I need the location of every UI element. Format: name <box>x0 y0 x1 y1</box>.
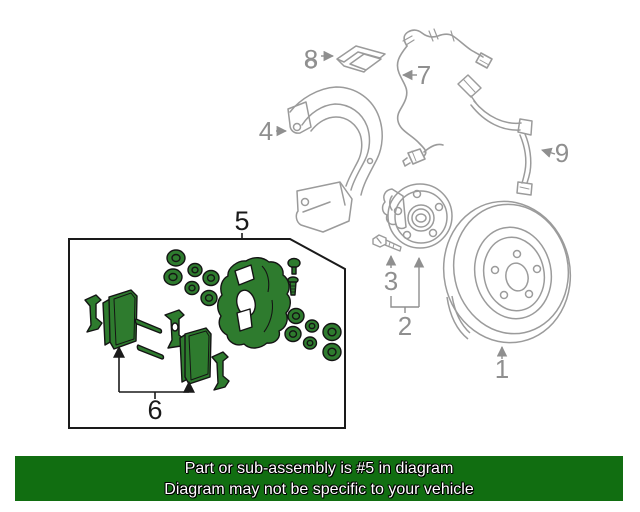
banner-line-2: Diagram may not be specific to your vehi… <box>164 480 474 498</box>
brake-hose-drawing <box>457 74 533 196</box>
callout-label-8: 8 <box>304 44 318 74</box>
brake-rotor-drawing <box>442 200 572 344</box>
caliper-assembly-highlighted <box>84 249 342 391</box>
caliper-bolt <box>287 276 299 296</box>
slide-pin-2 <box>136 344 165 360</box>
callout-label-2: 2 <box>398 311 412 341</box>
callout-label-1: 1 <box>495 354 509 384</box>
diagram-note-banner: Part or sub-assembly is #5 in diagram Di… <box>15 456 623 501</box>
callout-bracket-2-3 <box>390 296 419 313</box>
pad-clip-left <box>84 294 103 333</box>
splash-shield-drawing <box>287 59 383 233</box>
abs-sensor-wire-drawing <box>396 28 493 167</box>
callout-label-3: 3 <box>384 266 398 296</box>
callout-label-9: 9 <box>555 138 569 168</box>
gray-part-numbers: 1 2 3 4 7 8 9 <box>259 44 569 384</box>
retainer-clip-drawing <box>336 45 386 73</box>
callout-label-5: 5 <box>234 206 249 236</box>
brake-pad-left <box>108 289 138 350</box>
banner-line-1: Part or sub-assembly is #5 in diagram <box>184 459 454 477</box>
hub-bearing-drawing <box>381 183 453 249</box>
callout-label-7: 7 <box>417 60 431 90</box>
pad-clip-right <box>211 351 230 391</box>
callout-arrow-9 <box>540 147 556 158</box>
callout-bracket-6 <box>119 391 189 399</box>
bleeder-cap <box>287 257 301 275</box>
highlight-part-numbers: 5 6 <box>147 206 249 425</box>
brake-pad-right <box>184 327 212 385</box>
callout-label-4: 4 <box>259 116 273 146</box>
callout-label-6: 6 <box>147 395 162 425</box>
bushing-cluster-right <box>284 307 342 362</box>
highlight-callouts <box>113 233 243 399</box>
slide-pin-1 <box>134 318 163 334</box>
hub-bolt-drawing <box>372 234 402 252</box>
gray-callout-arrows <box>276 50 556 359</box>
bushing-cluster-left <box>163 249 220 307</box>
